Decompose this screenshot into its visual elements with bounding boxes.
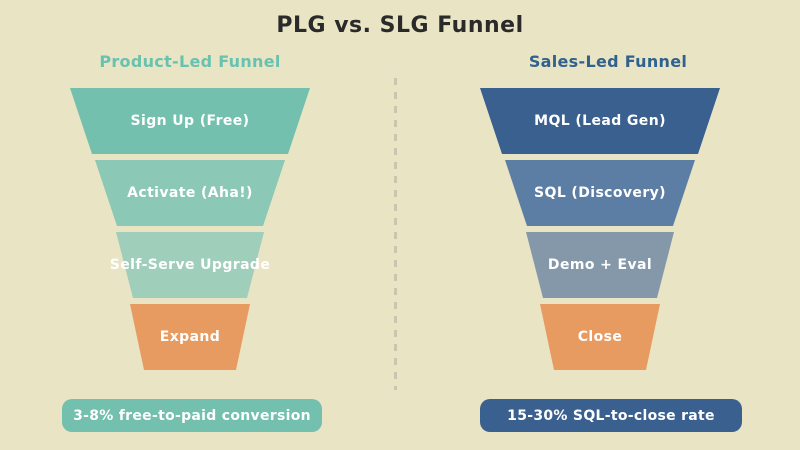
plg-stage-self-serve-upgrade: Self-Serve Upgrade — [60, 232, 320, 298]
vertical-dashed-divider — [394, 78, 397, 390]
page-title: PLG vs. SLG Funnel — [276, 13, 524, 38]
funnel-stage-shape — [505, 160, 695, 226]
funnel-stage-shape — [130, 304, 250, 370]
funnel-stage-label: Expand — [159, 329, 221, 345]
funnel-stage-shape — [70, 88, 310, 154]
funnel-stage-label: Self-Serve Upgrade — [109, 257, 271, 273]
slg-stage-mql: MQL (Lead Gen) — [470, 88, 730, 154]
funnel-stage-label: MQL (Lead Gen) — [534, 113, 666, 129]
funnel-stage-label: Close — [577, 329, 623, 345]
plg-conversion-badge: 3-8% free-to-paid conversion — [62, 399, 322, 432]
funnel-stage-shape — [526, 232, 674, 298]
slg-conversion-badge: 15-30% SQL-to-close rate — [480, 399, 742, 432]
plg-column-subtitle: Product-Led Funnel — [99, 52, 281, 71]
funnel-stage-label: SQL (Discovery) — [534, 185, 666, 201]
plg-stage-activate: Activate (Aha!) — [60, 160, 320, 226]
funnel-stage-shape — [540, 304, 660, 370]
funnel-stage-shape — [116, 232, 264, 298]
funnel-stage-shape — [480, 88, 720, 154]
funnel-stage-label: Demo + Eval — [547, 257, 653, 273]
plg-stage-signup: Sign Up (Free) — [60, 88, 320, 154]
funnel-stage-label: Activate (Aha!) — [127, 185, 253, 201]
slg-stage-sql: SQL (Discovery) — [470, 160, 730, 226]
funnel-stage-shape — [95, 160, 285, 226]
slg-column-subtitle: Sales-Led Funnel — [528, 52, 688, 71]
plg-funnel: Sign Up (Free) Activate (Aha!) Self-Serv… — [60, 88, 320, 370]
slg-stage-close: Close — [470, 304, 730, 370]
funnel-stage-label: Sign Up (Free) — [130, 113, 250, 129]
slg-stage-demo-eval: Demo + Eval — [470, 232, 730, 298]
slg-funnel: MQL (Lead Gen) SQL (Discovery) Demo + Ev… — [470, 88, 730, 370]
plg-stage-expand: Expand — [60, 304, 320, 370]
